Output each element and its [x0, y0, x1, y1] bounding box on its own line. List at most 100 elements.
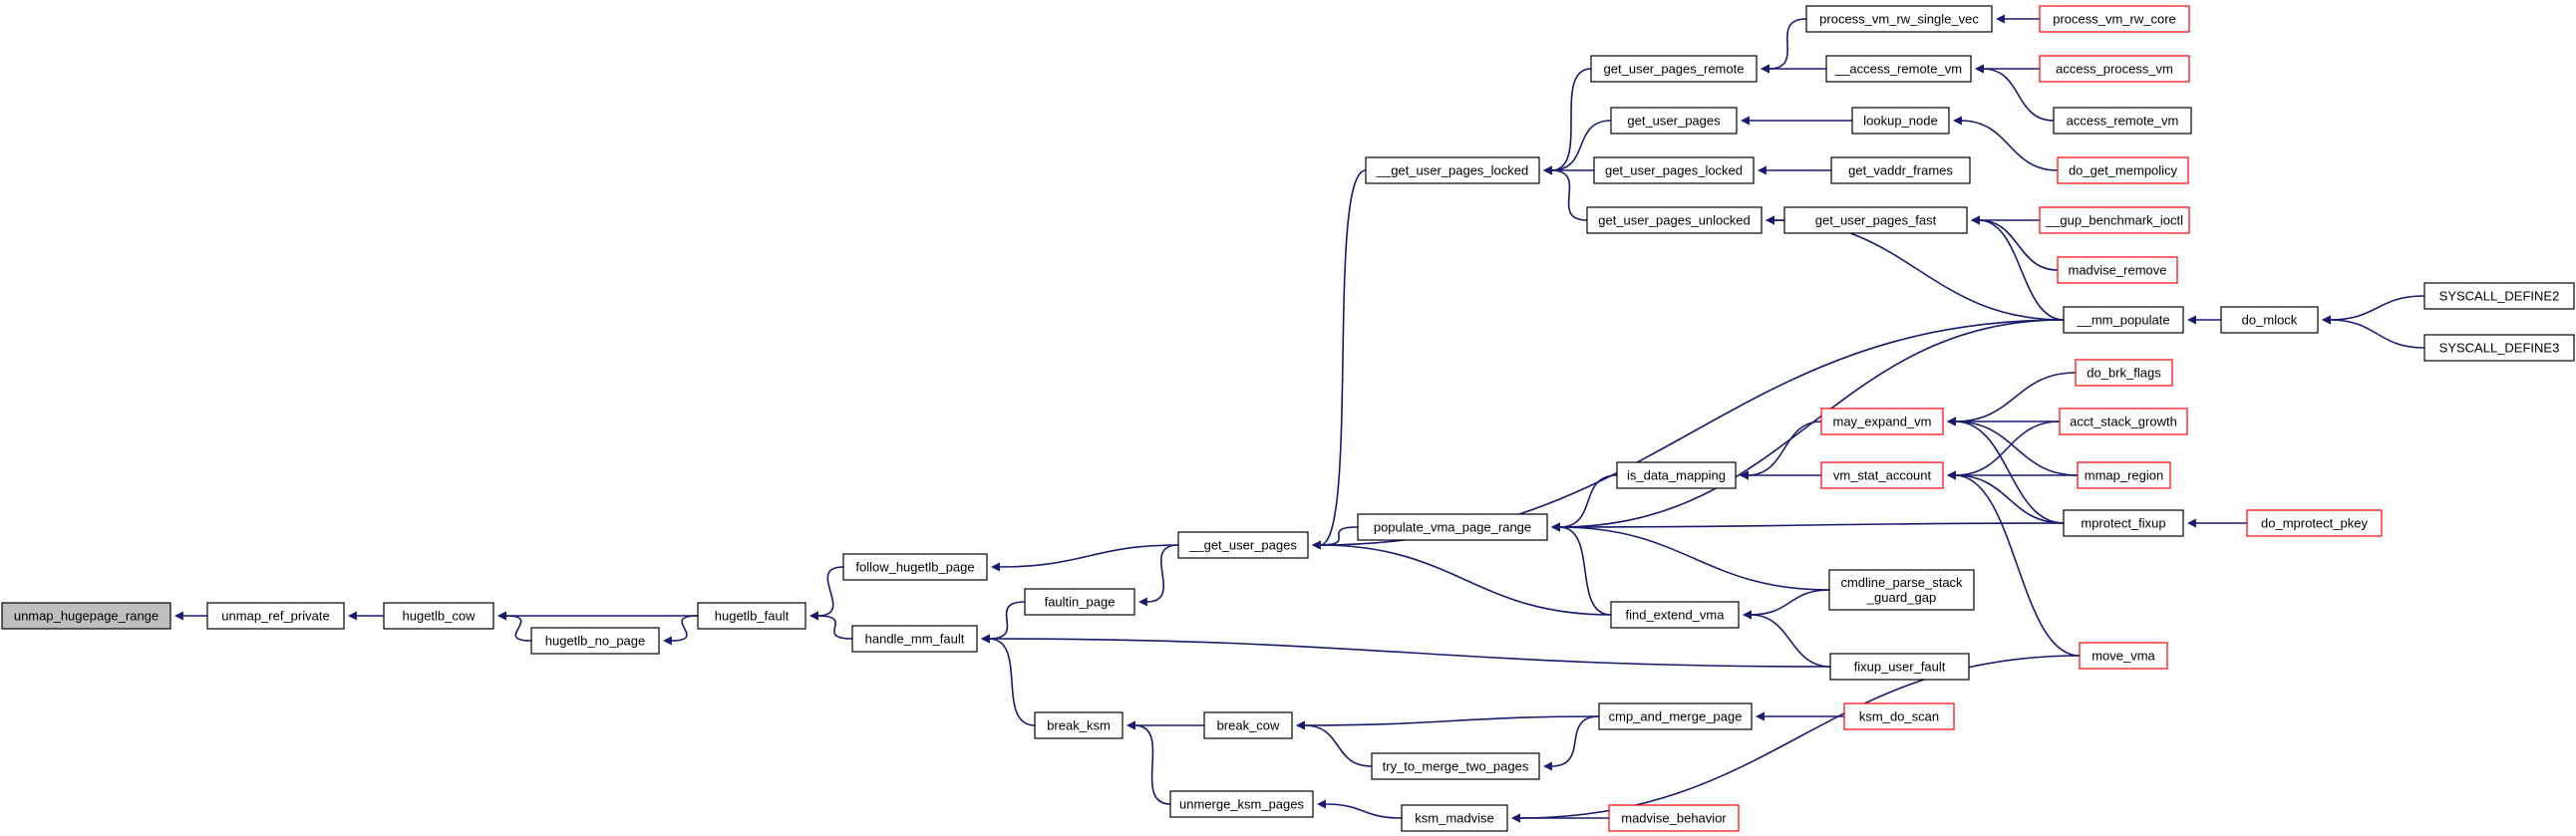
node-label: do_get_mempolicy [2069, 163, 2178, 178]
node-process-vm-rw-single-vec[interactable]: process_vm_rw_single_vec [1805, 5, 1993, 33]
edge-may-expand-vm-to-is-data-mapping [1739, 420, 1822, 480]
node-get-user-pages-remote[interactable]: get_user_pages_remote [1590, 55, 1758, 83]
node-ksm-do-scan[interactable]: ksm_do_scan [1843, 702, 1955, 730]
node-cmdline-parse-stack-guard-gap[interactable]: cmdline_parse_stack_guard_gap [1828, 569, 1975, 611]
node-do-brk-flags[interactable]: do_brk_flags [2075, 359, 2173, 387]
node-label: break_ksm [1047, 718, 1111, 733]
node-box [1828, 569, 1975, 611]
node-label: cmdline_parse_stack [1840, 575, 1963, 590]
node-get-user-pages[interactable]: get_user_pages [1610, 107, 1738, 135]
node-mmap-region[interactable]: mmap_region [2077, 461, 2171, 489]
node-lookup-node[interactable]: lookup_node [1851, 107, 1950, 135]
node-box [1, 602, 171, 630]
edge-get-user-pages-remote-to-get-user-pages-locked [1542, 68, 1592, 175]
node-box [1203, 711, 1293, 739]
node-fixup-user-fault[interactable]: fixup_user_fault [1829, 653, 1970, 681]
node-box [1843, 702, 1955, 730]
node-label: process_vm_rw_core [2053, 12, 2176, 27]
node-label: access_process_vm [2056, 62, 2173, 77]
node-hugetlb-no-page[interactable]: hugetlb_no_page [530, 627, 660, 655]
node-get-user-pages-unlocked[interactable]: get_user_pages_unlocked [1586, 206, 1763, 234]
edge-mprotect-fixup-to-vm-stat-account [1946, 470, 2065, 524]
node-box [1590, 55, 1758, 83]
node-access-remote-vm[interactable]: access_remote_vm [2053, 107, 2192, 135]
node-box [2220, 306, 2319, 334]
node-mm-populate[interactable]: __mm_populate [2063, 306, 2184, 334]
node-box [2057, 256, 2178, 284]
node-box [842, 553, 988, 581]
node-box [2075, 359, 2173, 387]
node-vm-stat-account[interactable]: vm_stat_account [1820, 461, 1944, 489]
node-box [2246, 509, 2383, 537]
edge-mm-populate-to-get-user-pages [1311, 319, 2065, 550]
node-do-mprotect-pkey[interactable]: do_mprotect_pkey [2246, 509, 2383, 537]
node-acct-stack-growth[interactable]: acct_stack_growth [2059, 408, 2188, 435]
node-mprotect-fixup[interactable]: mprotect_fixup [2063, 509, 2184, 537]
node-get-user-pages-locked[interactable]: get_user_pages_locked [1593, 156, 1755, 184]
node-access-remote-vm[interactable]: __access_remote_vm [1825, 55, 1972, 83]
node-get-user-pages[interactable]: __get_user_pages [1177, 531, 1309, 559]
node-madvise-remove[interactable]: madvise_remove [2057, 256, 2178, 284]
node-box [2039, 5, 2190, 33]
node-madvise-behavior[interactable]: madvise_behavior [1608, 804, 1740, 832]
node-unmap-ref-private[interactable]: unmap_ref_private [206, 602, 345, 630]
node-label: mprotect_fixup [2081, 516, 2165, 531]
edge-faultin-page-to-handle-mm-fault [980, 601, 1026, 644]
node-box [530, 627, 660, 655]
node-do-get-mempolicy[interactable]: do_get_mempolicy [2057, 156, 2189, 184]
node-may-expand-vm[interactable]: may_expand_vm [1820, 408, 1944, 435]
node-follow-hugetlb-page[interactable]: follow_hugetlb_page [842, 553, 988, 581]
edge-get-user-pages-to-follow-hugetlb-page [990, 544, 1179, 572]
node-label: faultin_page [1045, 595, 1116, 610]
node-syscall-define3[interactable]: SYSCALL_DEFINE3 [2423, 334, 2575, 362]
edge-do-brk-flags-to-may-expand-vm [1946, 372, 2077, 426]
node-label: ksm_do_scan [1859, 709, 1939, 724]
node-get-user-pages-fast[interactable]: get_user_pages_fast [1783, 206, 1968, 234]
node-populate-vma-page-range[interactable]: populate_vma_page_range [1357, 513, 1548, 541]
node-box [1851, 107, 1950, 135]
edge-move-vma-to-vm-stat-account [1946, 470, 2081, 657]
node-label: find_extend_vma [1625, 608, 1725, 623]
node-handle-mm-fault[interactable]: handle_mm_fault [851, 625, 978, 653]
node-break-cow[interactable]: break_cow [1203, 711, 1293, 739]
node-is-data-mapping[interactable]: is_data_mapping [1616, 461, 1737, 489]
node-get-vaddr-frames[interactable]: get_vaddr_frames [1830, 156, 1971, 184]
node-box [1169, 790, 1314, 818]
node-syscall-define2[interactable]: SYSCALL_DEFINE2 [2423, 282, 2575, 310]
node-box [2063, 306, 2184, 334]
node-do-mlock[interactable]: do_mlock [2220, 306, 2319, 334]
edge-hugetlb-no-page-to-hugetlb-cow [496, 611, 532, 642]
node-unmap-hugepage-range[interactable]: unmap_hugepage_range [1, 602, 171, 630]
edge-get-user-pages-to-get-user-pages-locked [1542, 120, 1612, 175]
node-ksm-madvise[interactable]: ksm_madvise [1401, 804, 1508, 832]
node-get-user-pages-locked[interactable]: __get_user_pages_locked [1365, 156, 1540, 184]
node-box [2057, 156, 2189, 184]
node-label: get_user_pages [1627, 114, 1721, 129]
node-gup-benchmark-ioctl[interactable]: __gup_benchmark_ioctl [2039, 206, 2190, 234]
edge-move-vma-to-ksm-madvise [1510, 655, 2081, 823]
node-label: handle_mm_fault [865, 632, 965, 647]
edge-acct-stack-growth-to-vm-stat-account [1946, 420, 2061, 480]
node-hugetlb-fault[interactable]: hugetlb_fault [697, 602, 806, 630]
node-label: process_vm_rw_single_vec [1819, 12, 1979, 27]
node-box [1401, 804, 1508, 832]
node-cmp-and-merge-page[interactable]: cmp_and_merge_page [1598, 702, 1753, 730]
node-box [2423, 282, 2575, 310]
node-label: access_remote_vm [2067, 114, 2179, 129]
node-try-to-merge-two-pages[interactable]: try_to_merge_two_pages [1371, 752, 1540, 780]
edge-syscall-define2-to-do-mlock [2321, 295, 2425, 325]
edge-get-user-pages-unlocked-to-get-user-pages-locked [1542, 165, 1588, 221]
node-label: do_mlock [2242, 313, 2298, 328]
node-process-vm-rw-core[interactable]: process_vm_rw_core [2039, 5, 2190, 33]
node-hugetlb-cow[interactable]: hugetlb_cow [383, 602, 494, 630]
node-box [1034, 711, 1124, 739]
node-access-process-vm[interactable]: access_process_vm [2039, 55, 2190, 83]
node-find-extend-vma[interactable]: find_extend_vma [1610, 601, 1740, 629]
node-label: get_user_pages_fast [1815, 213, 1937, 228]
node-break-ksm[interactable]: break_ksm [1034, 711, 1124, 739]
node-label: break_cow [1217, 718, 1280, 733]
node-faultin-page[interactable]: faultin_page [1024, 588, 1135, 616]
node-move-vma[interactable]: move_vma [2079, 642, 2168, 670]
edge-mprotect-fixup-to-populate-vma-page-range [1550, 522, 2065, 532]
node-unmerge-ksm-pages[interactable]: unmerge_ksm_pages [1169, 790, 1314, 818]
